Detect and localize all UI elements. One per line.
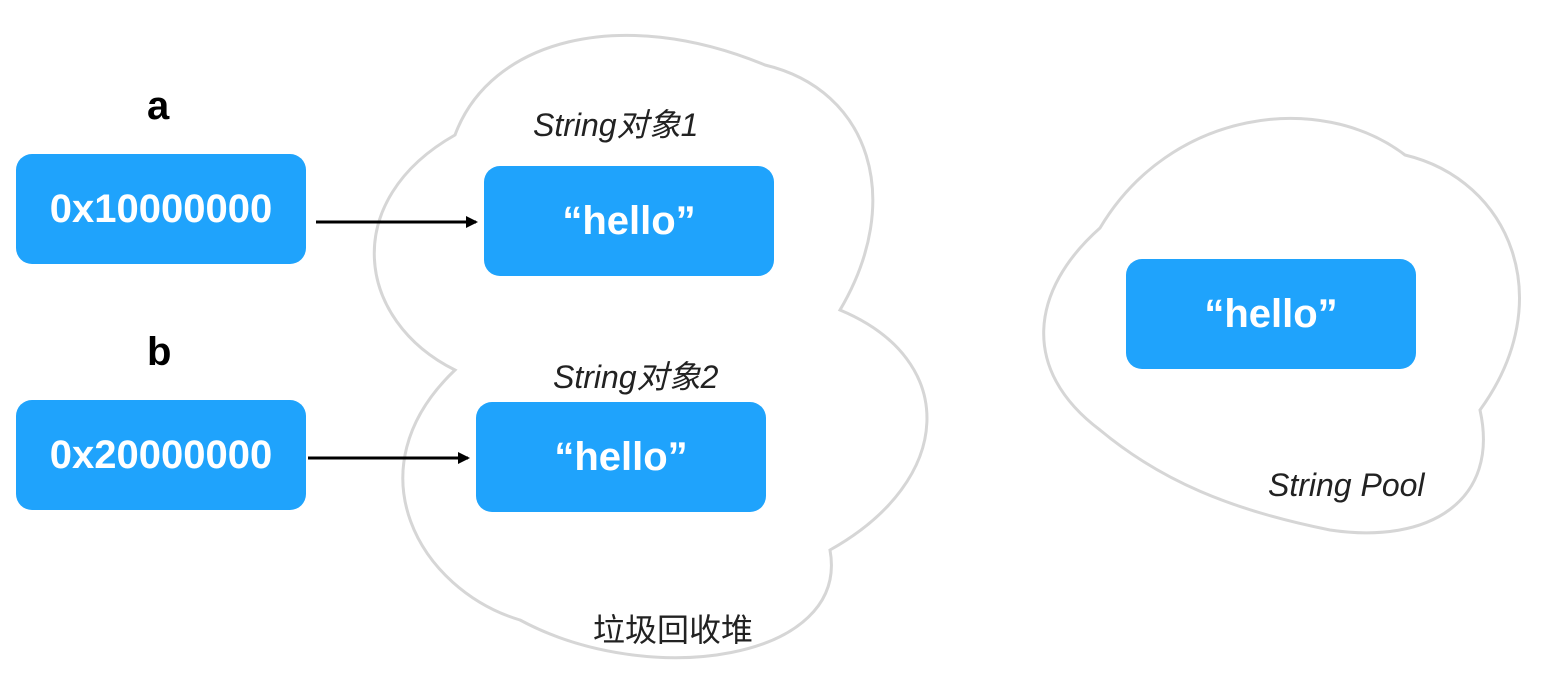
heap-label: 垃圾回收堆 <box>593 612 754 648</box>
pool-label: String Pool <box>1268 467 1425 503</box>
object2-value-box: “hello” <box>476 402 766 512</box>
variable-b-address-box: 0x20000000 <box>16 400 306 510</box>
pool-value-box: “hello” <box>1126 259 1416 369</box>
pool-cloud <box>1042 117 1521 535</box>
object2-caption: String对象2 <box>553 359 719 395</box>
variable-b-label: b <box>147 330 172 374</box>
heap-cloud <box>372 33 929 660</box>
object1-value-box: “hello” <box>484 166 774 276</box>
variable-a-address-box: 0x10000000 <box>16 154 306 264</box>
variable-a-label: a <box>147 84 170 128</box>
object1-caption: String对象1 <box>533 107 699 143</box>
